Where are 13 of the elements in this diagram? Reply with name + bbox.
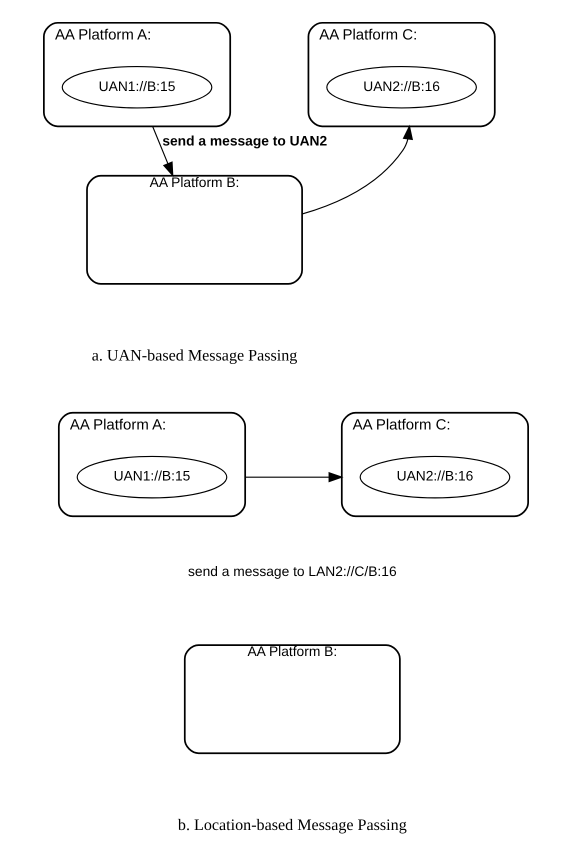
node-ellipse: UAN2://B:16 [360, 455, 510, 498]
label: send a message to LAN2://C/B:16 [188, 564, 397, 579]
arrow [302, 124, 414, 214]
arrow [245, 471, 344, 482]
edge-label: send a message to UAN2 [162, 132, 328, 148]
node-ellipse: UAN1://B:15 [76, 455, 228, 498]
node-box: AA Platform B: [86, 174, 303, 284]
node-box: AA Platform B: [184, 644, 401, 754]
node-ellipse: UAN1://B:15 [62, 65, 212, 108]
label: b. Location-based Message Passing [178, 816, 407, 834]
label: a. UAN-based Message Passing [92, 347, 298, 364]
node-ellipse: UAN2://B:16 [326, 65, 477, 108]
arrow [152, 126, 174, 177]
